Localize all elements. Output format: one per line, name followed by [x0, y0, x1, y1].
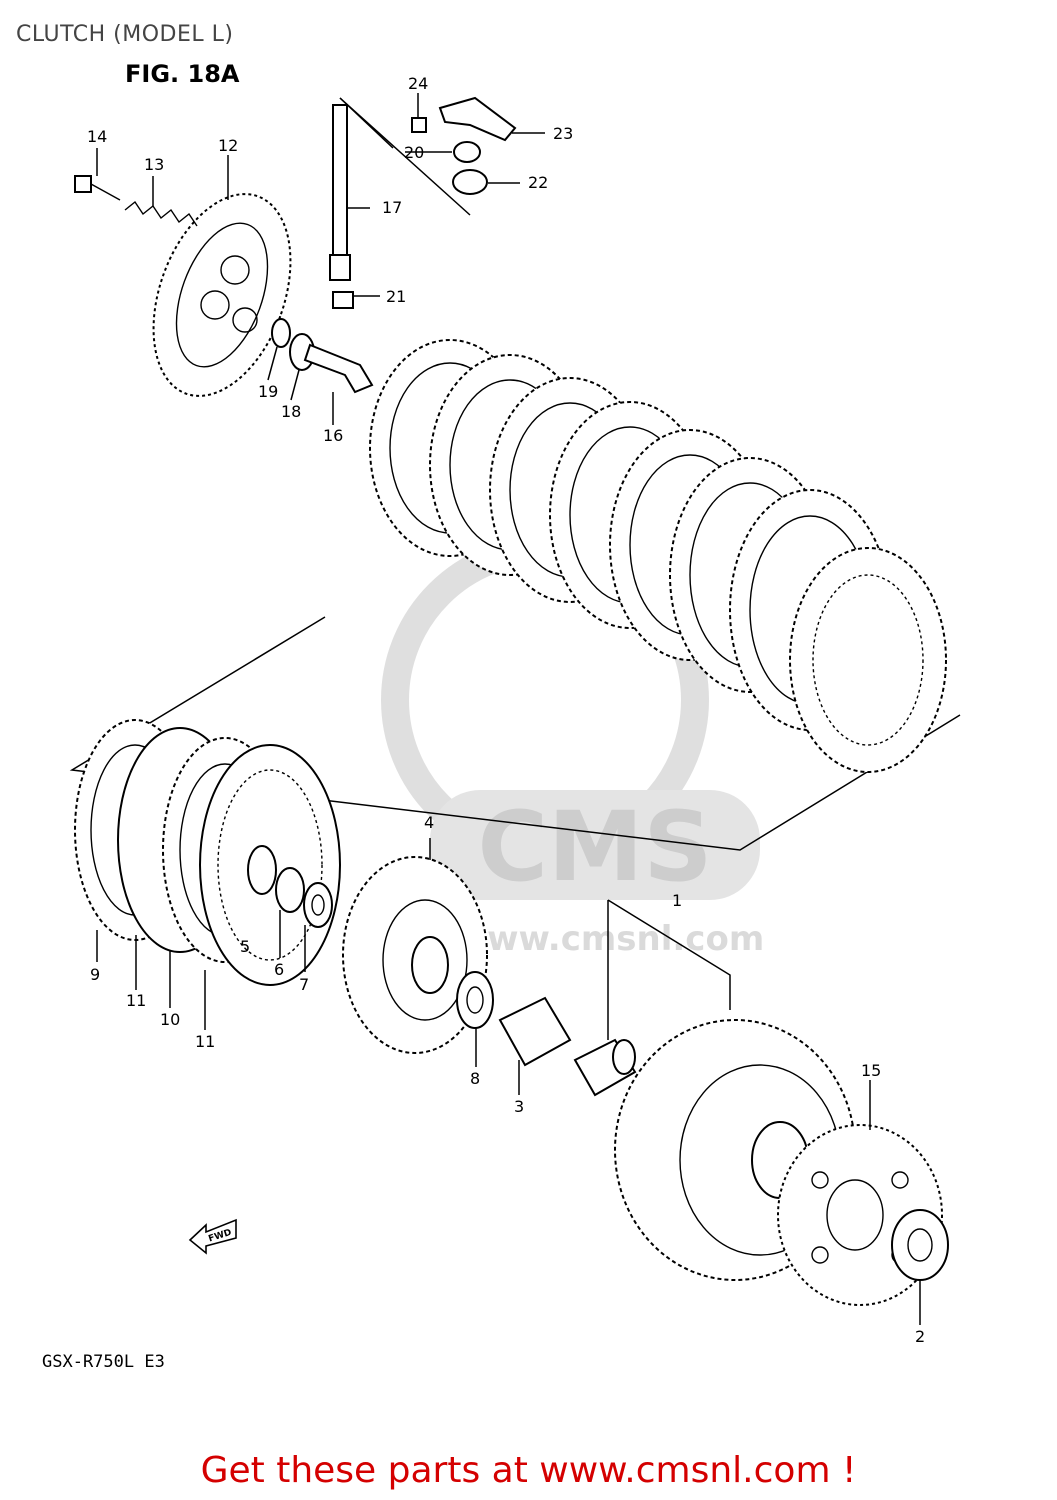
lower-plate-group: [74, 719, 341, 986]
callout-3: 3: [514, 1097, 524, 1116]
fwd-arrow-icon: FWD: [188, 1218, 237, 1255]
callout-12: 12: [218, 136, 238, 155]
callout-bracket-1: [607, 899, 731, 1010]
callout-10: 10: [160, 1010, 180, 1029]
leader-lines: [96, 93, 921, 1325]
callout-8: 8: [470, 1069, 480, 1088]
spring-bolt: [74, 175, 121, 201]
callout-13: 13: [144, 155, 164, 174]
callout-numbers: 1 2 3 4 5 6 7 8 9 10 11 11 12 13 14 15 1…: [87, 74, 925, 1346]
figure-label: FIG. 18A: [125, 60, 240, 88]
callout-11-a: 11: [126, 991, 146, 1010]
clutch-plate-stack: [369, 339, 947, 773]
callout-23: 23: [553, 124, 573, 143]
callout-5: 5: [240, 937, 250, 956]
callout-22: 22: [528, 173, 548, 192]
plate-stack-bracket: [69, 616, 961, 851]
release-lever: [411, 96, 517, 195]
pressure-plate: [152, 193, 292, 397]
callout-24: 24: [408, 74, 428, 93]
watermark-text: CMS: [477, 791, 712, 903]
footer-link[interactable]: Get these parts at www.cmsnl.com !: [200, 1450, 857, 1491]
callout-14: 14: [87, 127, 107, 146]
callout-20: 20: [404, 143, 424, 162]
callout-19: 19: [258, 382, 278, 401]
clutch-sleeve-hub: [342, 856, 488, 1054]
spacer-sleeve: [573, 1038, 637, 1097]
model-code: GSX-R750L E3: [42, 1352, 165, 1372]
needle-bearing: [498, 996, 572, 1067]
callout-7: 7: [299, 975, 309, 994]
callout-1: 1: [672, 891, 682, 910]
release-shaft: [329, 97, 471, 309]
hub-washers: [247, 845, 333, 928]
page-title: CLUTCH (MODEL L): [16, 22, 234, 47]
callout-2: 2: [915, 1327, 925, 1346]
callout-6: 6: [274, 960, 284, 979]
callout-16: 16: [323, 426, 343, 445]
callout-9: 9: [90, 965, 100, 984]
clutch-spring: [124, 200, 198, 227]
push-rod-assembly: [271, 318, 374, 394]
end-washer: [891, 1209, 949, 1281]
callout-21: 21: [386, 287, 406, 306]
callout-18: 18: [281, 402, 301, 421]
callout-17: 17: [382, 198, 402, 217]
callout-11-b: 11: [195, 1032, 215, 1051]
watermark-url: www.cmsnl.com: [456, 919, 765, 959]
thrust-washer: [456, 971, 494, 1029]
callout-4: 4: [424, 813, 434, 832]
callout-15: 15: [861, 1061, 881, 1080]
